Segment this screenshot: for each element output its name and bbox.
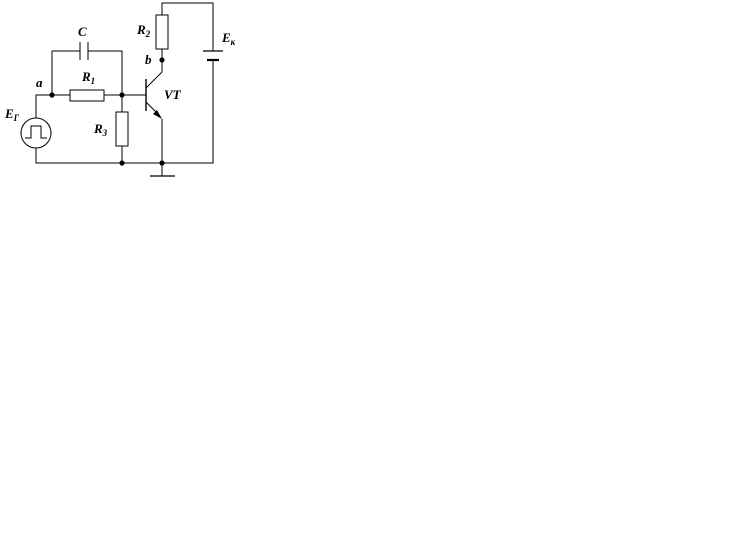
- junction-node-b: [159, 57, 165, 63]
- wire-source-top: [35, 94, 52, 118]
- wires: [35, 2, 214, 176]
- resistor-r2: [155, 14, 169, 50]
- resistor-r3: [115, 111, 129, 147]
- wire-cap-right: [88, 50, 123, 95]
- label-node-a: a: [36, 75, 43, 90]
- junctions: [49, 57, 165, 166]
- junction-r3-bottom: [119, 160, 125, 166]
- wire-cap-left: [51, 50, 80, 95]
- wire-r2-top: [161, 2, 214, 51]
- transistor-vt: [145, 71, 163, 119]
- label-r3: R3: [93, 121, 108, 138]
- junction-base-node: [119, 92, 125, 98]
- label-capacitor: C: [78, 24, 87, 39]
- label-r1: R1: [81, 69, 95, 86]
- battery-ek: [203, 50, 223, 62]
- label-node-b: b: [145, 52, 152, 67]
- label-supply: Eк: [221, 30, 236, 47]
- junction-ground: [159, 160, 165, 166]
- label-transistor: VT: [164, 87, 182, 102]
- pulse-waveform-icon: [25, 125, 47, 139]
- junction-node-a: [49, 92, 55, 98]
- capacitor-c: [79, 42, 89, 60]
- label-r2: R2: [136, 22, 151, 39]
- emitter-arrow-icon: [153, 110, 162, 119]
- pulse-source-eg: [20, 117, 52, 149]
- resistor-r1: [69, 89, 105, 102]
- transistor-collector-lead: [145, 71, 163, 89]
- label-source: EГ: [4, 106, 20, 123]
